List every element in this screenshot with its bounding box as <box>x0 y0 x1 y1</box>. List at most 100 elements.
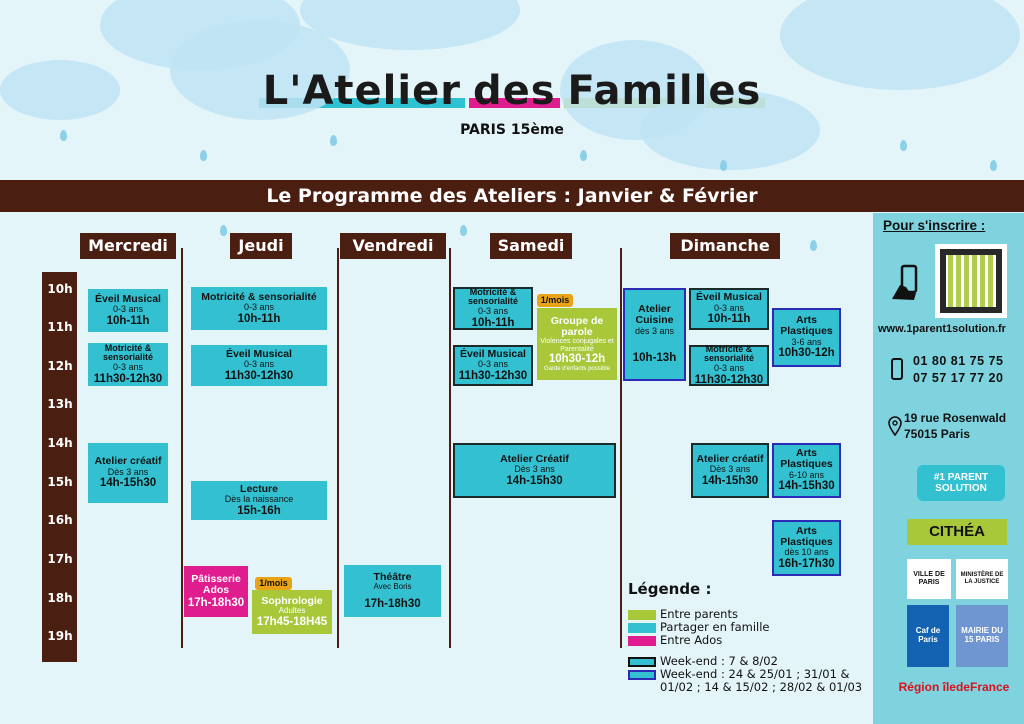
legend-label: Entre Ados <box>660 633 723 647</box>
event-title: Éveil Musical <box>696 291 762 304</box>
raindrop <box>200 150 207 161</box>
event-age: dès 3 ans <box>634 325 675 336</box>
event-age: 0-3 ans <box>112 304 144 315</box>
time-axis <box>42 272 77 662</box>
hour-label: 12h <box>47 359 73 373</box>
raindrop <box>60 130 67 141</box>
event-age: Dès la naissance <box>224 494 294 505</box>
qr-code[interactable] <box>935 244 1007 318</box>
event-time: 10h30-12h <box>548 353 606 366</box>
subtitle: PARIS 15ème <box>460 122 564 138</box>
legend-label: Entre parents <box>660 607 738 621</box>
event-age: 0-3 ans <box>713 363 745 374</box>
event-time: 14h-15h30 <box>99 477 157 490</box>
event-time: 14h-15h30 <box>778 480 835 493</box>
event-time: 11h30-12h30 <box>694 373 764 386</box>
title-word: des <box>468 68 560 114</box>
frequency-badge: 1/mois <box>537 294 573 307</box>
event-time: 10h-11h <box>707 313 751 326</box>
raindrop <box>810 240 817 251</box>
hour-label: 19h <box>47 629 73 643</box>
legend-label: Week-end : 7 & 8/02 <box>660 654 778 668</box>
event-time: 11h30-12h30 <box>224 369 294 382</box>
raindrop <box>580 150 587 161</box>
event-title: Théâtre <box>373 570 412 583</box>
event-time: 17h45-18H45 <box>256 615 328 628</box>
event-title: Éveil Musical <box>226 347 292 360</box>
phone-hand-icon <box>888 263 928 303</box>
hour-label: 16h <box>47 513 73 527</box>
logo-caf: Caf de Paris <box>907 605 949 667</box>
event-title: Atelier Cuisine <box>635 303 674 327</box>
event-age: Violences conjugales et Parentalité <box>540 338 614 353</box>
event-title: Arts Plastiques <box>780 314 833 338</box>
phone-number[interactable]: 01 80 81 75 75 <box>913 354 1004 368</box>
legend-item: Entre parents <box>628 608 868 621</box>
event-title: Éveil Musical <box>95 292 161 305</box>
raindrop <box>330 135 337 146</box>
event-age: Dès 3 ans <box>107 466 149 477</box>
day-header-samedi: Samedi <box>490 233 572 259</box>
event-title: Motricité & sensorialité <box>467 286 519 307</box>
event-note: Garde d'enfants possible <box>543 365 611 372</box>
title-word: L'Atelier <box>258 68 466 114</box>
raindrop <box>720 160 727 171</box>
event-age: 0-3 ans <box>243 359 275 370</box>
event-title: Motricité & sensorialité <box>703 343 755 364</box>
event-time: 10h-13h <box>632 352 677 365</box>
day-header-vendredi: Vendredi <box>340 233 446 259</box>
event-age: 3-6 ans <box>791 336 822 347</box>
legend-item: Partager en famille <box>628 621 868 634</box>
legend-item: Week-end : 24 & 25/01 ; 31/01 & 01/02 ; … <box>628 668 868 694</box>
event-title: Éveil Musical <box>460 347 526 360</box>
event-age: 6-10 ans <box>788 469 825 480</box>
event-age: 0-3 ans <box>477 306 509 317</box>
event-time: 17h-18h30 <box>364 597 421 610</box>
event-time: 14h-15h30 <box>506 474 563 487</box>
phone-icon <box>887 355 907 385</box>
event-time: 10h30-12h <box>778 347 835 360</box>
event-age: 0-3 ans <box>477 359 509 370</box>
register-title: Pour s'inscrire : <box>883 218 986 233</box>
logo-region-idf: Région îledeFrance <box>898 680 1010 695</box>
website-link[interactable]: www.1parent1solution.fr <box>878 323 1006 335</box>
event-title: Lecture <box>240 482 278 495</box>
event-title: Motricité & sensorialité <box>102 342 154 363</box>
legend-item: Week-end : 7 & 8/02 <box>628 655 868 668</box>
day-header-dimanche: Dimanche <box>670 233 780 259</box>
hour-label: 15h <box>47 475 73 489</box>
day-header-jeudi: Jeudi <box>230 233 292 259</box>
phone-number[interactable]: 07 57 17 77 20 <box>913 371 1004 385</box>
address-line: 75015 Paris <box>904 427 971 441</box>
divider <box>449 248 451 648</box>
logo-1parent-solution: #1 PARENT SOLUTION <box>917 465 1005 501</box>
event-time: 14h-15h30 <box>701 474 759 487</box>
raindrop <box>460 225 467 236</box>
event-age: dès 10 ans <box>784 547 829 558</box>
event-time: 11h30-12h30 <box>93 372 163 385</box>
event-title: Atelier créatif <box>94 455 162 468</box>
event-time: 16h-17h30 <box>778 557 835 570</box>
hour-label: 17h <box>47 552 73 566</box>
legend-label: Partager en famille <box>660 620 770 634</box>
